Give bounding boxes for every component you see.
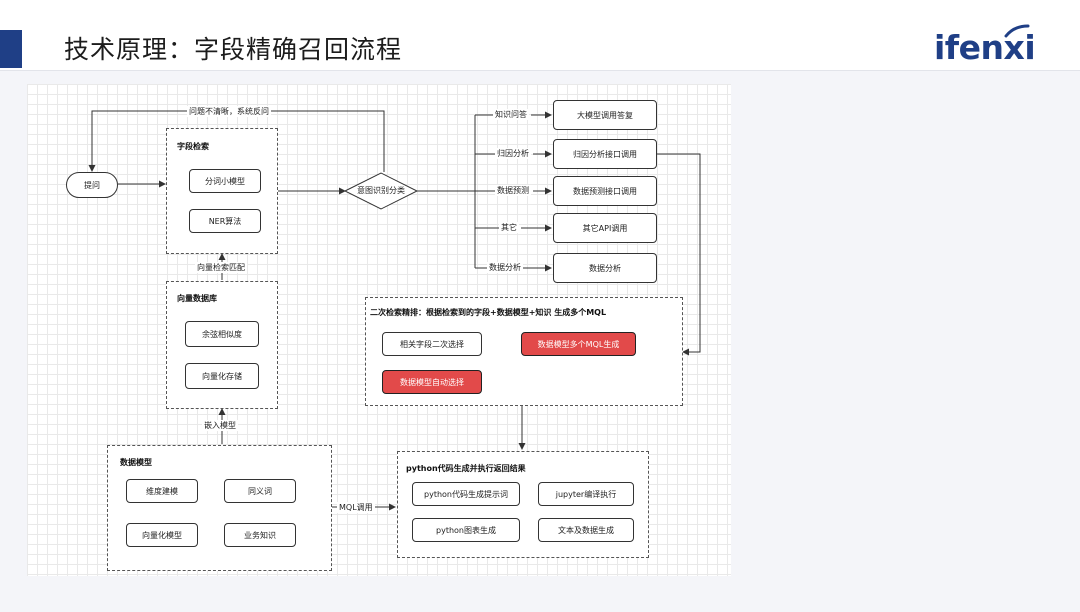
secondary-ranking-group: 二次检索精排：根据检索到的字段+数据模型+知识 生成多个MQL 相关字段二次选择… [365,297,683,406]
python-exec-title: python代码生成并执行返回结果 [406,464,526,473]
vector-db-group: 向量数据库 余弦相似度 向量化存储 [166,281,278,409]
forecast-api-node: 数据预测接口调用 [553,176,657,206]
cosine-similarity-node: 余弦相似度 [185,321,259,347]
vector-match-label: 向量检索匹配 [195,262,247,273]
field-retrieval-group: 字段检索 分词小模型 NER算法 [166,128,278,254]
python-chart-node: python图表生成 [412,518,520,542]
data-model-title: 数据模型 [120,458,152,467]
multi-mql-gen-node: 数据模型多个MQL生成 [521,332,636,356]
python-prompt-node: python代码生成提示词 [412,482,520,506]
title-accent-bar [0,30,22,68]
brand-logo: ifenxi [934,28,1036,67]
python-exec-group: python代码生成并执行返回结果 python代码生成提示词 jupyter编… [397,451,649,558]
vector-storage-node: 向量化存储 [185,363,259,389]
secondary-ranking-title: 二次检索精排：根据检索到的字段+数据模型+知识 生成多个MQL [370,308,607,317]
vector-db-title: 向量数据库 [177,294,217,303]
field-reselect-node: 相关字段二次选择 [382,332,482,356]
attribution-api-node: 归因分析接口调用 [553,139,657,169]
feedback-label: 问题不清晰，系统反问 [187,106,271,117]
data-model-group: 数据模型 维度建模 同义词 向量化模型 业务知识 [107,445,332,571]
llm-answer-node: 大模型调用答复 [553,100,657,130]
field-retrieval-title: 字段检索 [177,142,209,151]
embed-label: 嵌入模型 [202,420,238,431]
jupyter-exec-node: jupyter编译执行 [538,482,634,506]
branch-label-other: 其它 [499,222,519,233]
branch-label-analysis: 数据分析 [487,262,523,273]
flowchart-canvas: 问题不清晰，系统反问 向量检索匹配 嵌入模型 MQL调用 知识问答 归因分析 数… [27,84,731,576]
dimension-modeling-node: 维度建模 [126,479,198,503]
other-api-node: 其它API调用 [553,213,657,243]
branch-label-qa: 知识问答 [493,109,529,120]
flowchart-connectors [88,110,701,511]
synonym-node: 同义词 [224,479,296,503]
intent-classify-label: 意图识别分类 [357,186,405,195]
slide-title: 技术原理：字段精确召回流程 [64,35,403,64]
mql-call-label: MQL调用 [337,502,375,513]
tokenizer-model-node: 分词小模型 [189,169,261,193]
slide-header: 技术原理：字段精确召回流程 ifenxi [0,0,1080,71]
auto-model-select-node: 数据模型自动选择 [382,370,482,394]
business-knowledge-node: 业务知识 [224,523,296,547]
logo-swoosh-icon [1004,24,1030,38]
data-analysis-node: 数据分析 [553,253,657,283]
branch-label-attribution: 归因分析 [495,148,531,159]
branch-label-forecast: 数据预测 [495,185,531,196]
start-node: 提问 [66,172,118,198]
text-data-gen-node: 文本及数据生成 [538,518,634,542]
ner-algorithm-node: NER算法 [189,209,261,233]
vectorization-model-node: 向量化模型 [126,523,198,547]
